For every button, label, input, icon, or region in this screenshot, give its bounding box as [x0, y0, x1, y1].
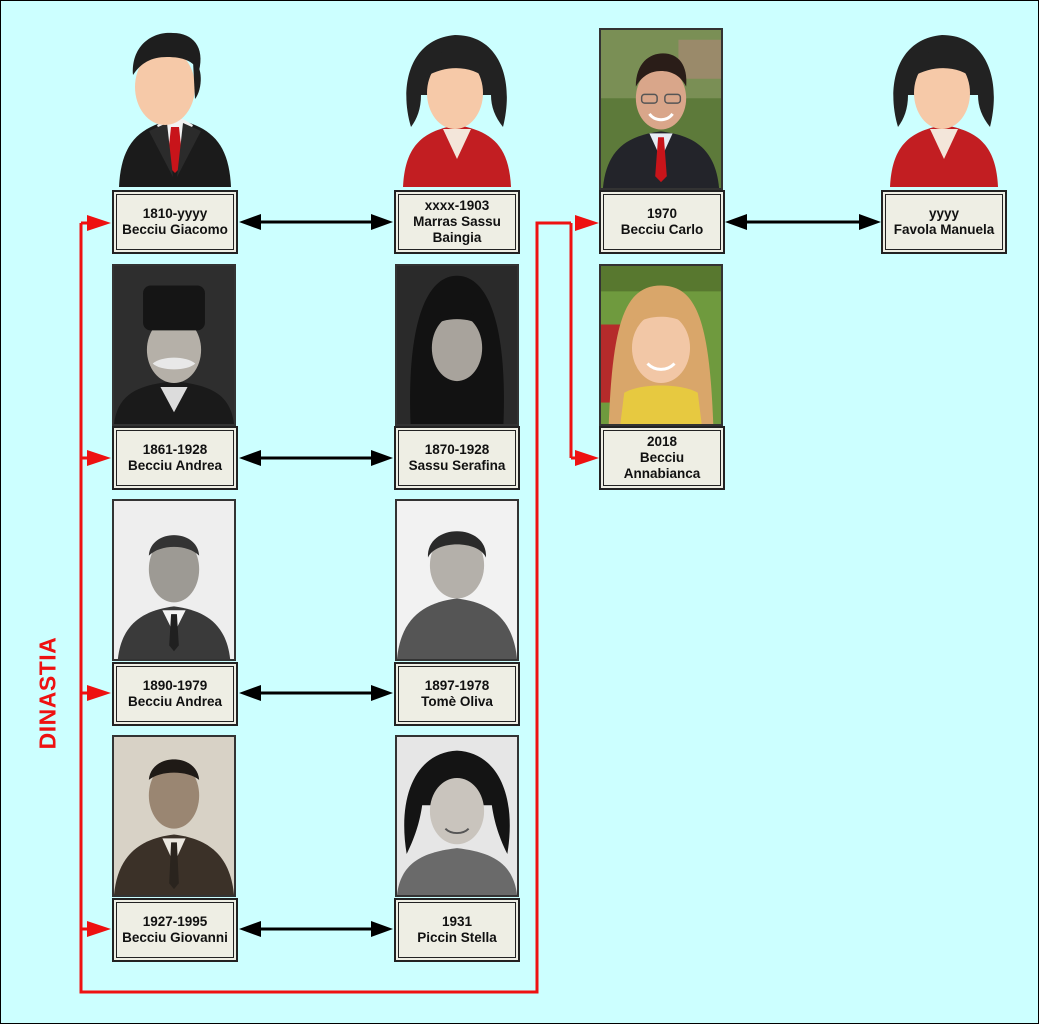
person-years: 1870-1928: [424, 442, 490, 457]
person-years: 1810-yyyy: [142, 206, 208, 221]
person-label-giovanni: 1927-1995 Becciu Giovanni: [112, 898, 238, 962]
person-label-giacomo: 1810-yyyy Becciu Giacomo: [112, 190, 238, 254]
person-label-oliva: 1897-1978 Tomè Oliva: [394, 662, 520, 726]
person-name: Becciu Giovanni: [122, 930, 228, 945]
photo-giovanni: [112, 735, 236, 897]
person-label-manuela: yyyy Favola Manuela: [881, 190, 1007, 254]
photo-annabianca: [599, 264, 723, 426]
person-name: Becciu Andrea: [127, 694, 223, 709]
person-years: 1970: [646, 206, 678, 221]
person-label-andrea-1861: 1861-1928 Becciu Andrea: [112, 426, 238, 490]
spouse-arrows: [239, 214, 881, 937]
person-label-andrea-1890: 1890-1979 Becciu Andrea: [112, 662, 238, 726]
female-avatar-icon: [395, 27, 519, 189]
person-years: 1897-1978: [424, 678, 490, 693]
photo-oliva: [395, 499, 519, 661]
person-name: Becciu: [639, 450, 685, 465]
person-name: Annabianca: [623, 466, 701, 481]
person-years: xxxx-1903: [424, 198, 490, 213]
person-name: Piccin Stella: [417, 930, 497, 945]
person-years: yyyy: [928, 206, 960, 221]
male-avatar-icon: [113, 27, 237, 189]
person-label-serafina: 1870-1928 Sassu Serafina: [394, 426, 520, 490]
person-years: 1931: [441, 914, 473, 929]
person-label-annabianca: 2018 Becciu Annabianca: [599, 426, 725, 490]
person-name: Becciu Giacomo: [122, 222, 228, 237]
photo-carlo: [599, 28, 723, 190]
person-name: Baingia: [432, 230, 482, 245]
person-name: Becciu Carlo: [620, 222, 704, 237]
person-label-stella: 1931 Piccin Stella: [394, 898, 520, 962]
person-label-marras: xxxx-1903 Marras Sassu Baingia: [394, 190, 520, 254]
person-name: Tomè Oliva: [421, 694, 493, 709]
person-years: 1890-1979: [142, 678, 208, 693]
person-name: Sassu Serafina: [408, 458, 506, 473]
photo-stella: [395, 735, 519, 897]
person-years: 1861-1928: [142, 442, 208, 457]
female-avatar-icon: [882, 27, 1006, 189]
person-name: Favola Manuela: [893, 222, 995, 237]
person-years: 2018: [646, 434, 678, 449]
photo-andrea-1890: [112, 499, 236, 661]
person-name: Becciu Andrea: [127, 458, 223, 473]
photo-andrea-1861: [112, 264, 236, 426]
person-name: Marras Sassu: [413, 214, 501, 229]
person-label-carlo: 1970 Becciu Carlo: [599, 190, 725, 254]
dynasty-label: DINASTIA: [34, 636, 61, 750]
photo-serafina: [395, 264, 519, 426]
person-years: 1927-1995: [142, 914, 208, 929]
